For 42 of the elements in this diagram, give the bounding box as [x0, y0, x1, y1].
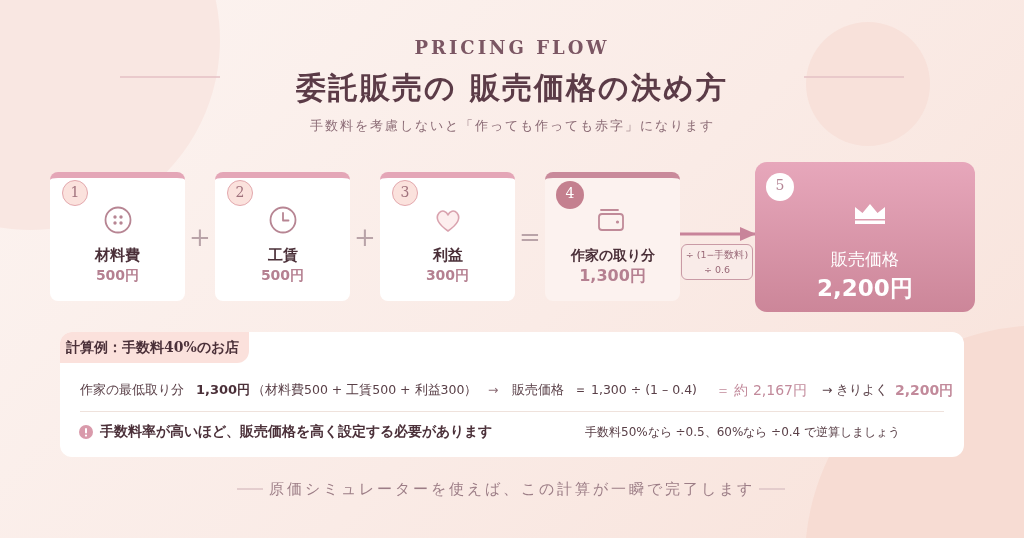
step-card	[380, 172, 515, 301]
breakdown-text: （材料費500 + 工賃500 + 利益300）	[252, 381, 478, 399]
formula-text: ＝ 1,300 ÷ (1 – 0.4)	[574, 381, 697, 399]
step-label: 作家の取り分	[570, 246, 655, 264]
step-label: 材料費	[95, 246, 140, 264]
step-card	[545, 172, 680, 301]
example-panel	[60, 332, 964, 457]
title: 委託販売の 販売価格の決め方	[296, 68, 728, 107]
price-value: 1,300円	[579, 266, 646, 286]
price-value: 500円	[260, 266, 305, 284]
caption: 原価シミュレーターを使えば、この計算が一瞬で完了します	[269, 479, 755, 499]
step-card	[50, 172, 185, 301]
overline-text: PRICING FLOW	[414, 36, 610, 58]
step-card	[215, 172, 350, 301]
arrow-text: →	[488, 381, 499, 399]
result-value: ＝ 約 2,167円	[716, 381, 807, 400]
price-value: 300円	[425, 266, 470, 284]
number-badge: 2	[227, 180, 253, 206]
number-badge: 5	[766, 173, 794, 201]
note-text: 手数料率が高いほど、販売価格を高く設定する必要があります	[100, 422, 492, 440]
edge-label: ÷ (1−手数料) ÷ 0.6	[681, 244, 753, 280]
operator-sign: +	[189, 222, 211, 252]
row-label: 販売価格	[512, 381, 564, 399]
step-label: 販売価格	[831, 248, 899, 270]
final-price: 2,200円	[895, 381, 954, 400]
operator-sign: +	[354, 222, 376, 252]
rounding-text: → きりよく	[822, 381, 889, 399]
operator-sign: =	[519, 222, 541, 252]
number-badge: 3	[392, 180, 418, 206]
subtitle: 手数料を考慮しないと「作っても作っても赤字」になります	[309, 117, 715, 135]
amount-value: 1,300円	[196, 381, 251, 399]
result-card	[755, 162, 975, 312]
arrow	[680, 227, 756, 241]
price-value: 2,200円	[817, 274, 913, 302]
heading-tab: 計算例：手数料40%のお店	[60, 332, 249, 363]
row-label: 作家の最低取り分	[80, 381, 184, 399]
number-badge: 1	[62, 180, 88, 206]
number-badge: 4	[556, 181, 584, 209]
step-label: 利益	[432, 246, 463, 264]
step-label: 工賃	[267, 246, 298, 264]
price-value: 500円	[95, 266, 140, 284]
hint-text: 手数料50%なら ÷0.5、60%なら ÷0.4 で逆算しましょう	[585, 424, 901, 440]
